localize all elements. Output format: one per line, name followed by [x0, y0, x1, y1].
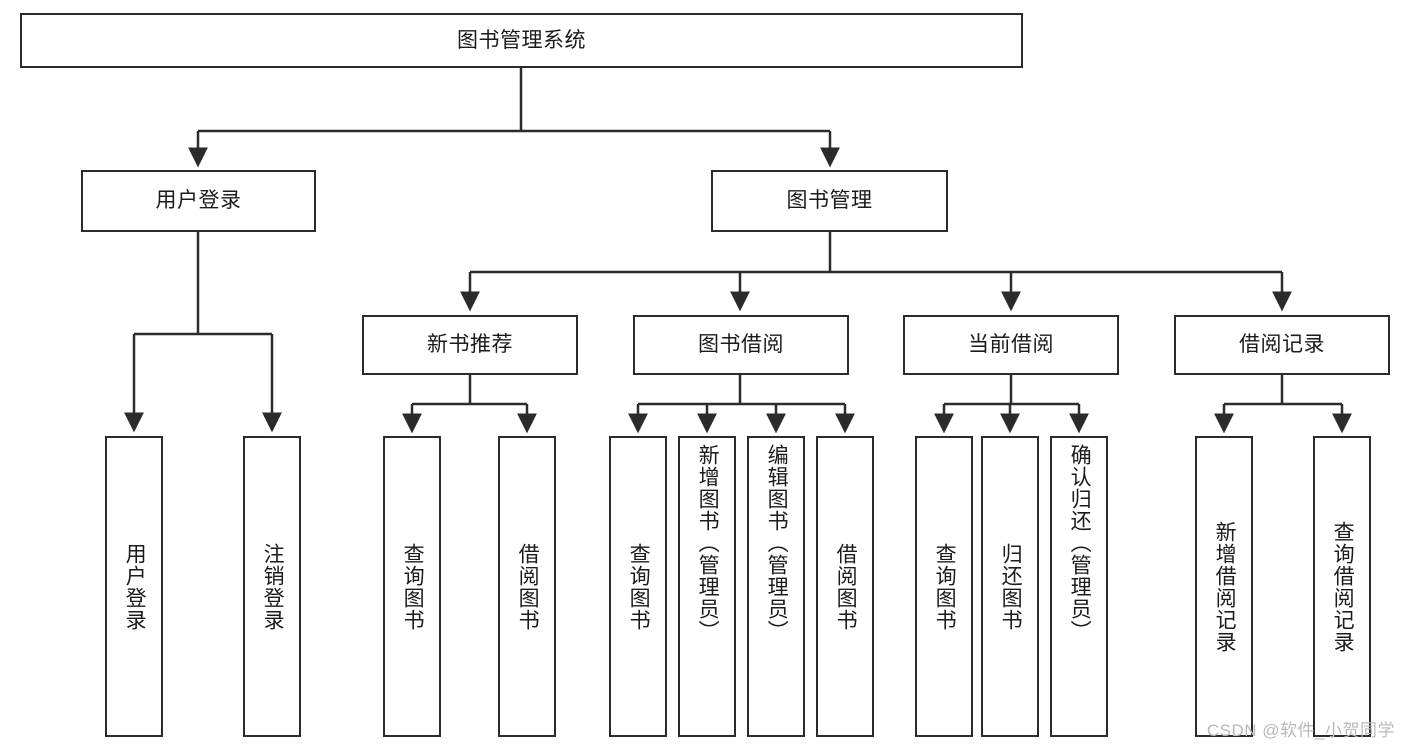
node-leaf-query-borrow-record-label: 查询借阅记录 — [1331, 520, 1355, 653]
node-leaf-confirm-return-label: 确认归还（管理员） — [1068, 444, 1092, 642]
node-leaf-query-book-recommend[interactable]: 查询图书 — [383, 436, 441, 737]
node-book-borrow-label: 图书借阅 — [698, 333, 784, 357]
node-leaf-borrow-book-label: 借阅图书 — [834, 542, 858, 631]
node-leaf-borrow-book[interactable]: 借阅图书 — [816, 436, 874, 737]
node-user-login-label: 用户登录 — [155, 189, 242, 213]
node-leaf-edit-book[interactable]: 编辑图书（管理员） — [747, 436, 805, 737]
node-root-label: 图书管理系统 — [457, 28, 586, 52]
node-leaf-query-book-borrow-label: 查询图书 — [627, 542, 651, 631]
node-leaf-query-book-current[interactable]: 查询图书 — [915, 436, 973, 737]
csdn-watermark: CSDN @软件_小贺同学 — [1206, 721, 1395, 740]
node-new-book-recommend-label: 新书推荐 — [427, 333, 513, 357]
node-leaf-logout-label: 注销登录 — [261, 542, 285, 631]
node-leaf-user-login[interactable]: 用户登录 — [105, 436, 163, 737]
node-current-borrow[interactable]: 当前借阅 — [903, 315, 1119, 375]
node-leaf-return-book-label: 归还图书 — [999, 542, 1023, 631]
node-leaf-add-book[interactable]: 新增图书（管理员） — [678, 436, 736, 737]
node-new-book-recommend[interactable]: 新书推荐 — [362, 315, 578, 375]
node-borrow-record[interactable]: 借阅记录 — [1174, 315, 1390, 375]
node-book-manage[interactable]: 图书管理 — [711, 170, 948, 232]
node-book-manage-label: 图书管理 — [786, 189, 873, 213]
node-leaf-add-borrow-record-label: 新增借阅记录 — [1213, 520, 1237, 653]
node-leaf-user-login-label: 用户登录 — [123, 542, 147, 631]
node-leaf-query-book-borrow[interactable]: 查询图书 — [609, 436, 667, 737]
node-leaf-edit-book-label: 编辑图书（管理员） — [765, 444, 789, 642]
node-borrow-record-label: 借阅记录 — [1239, 333, 1325, 357]
node-leaf-confirm-return[interactable]: 确认归还（管理员） — [1050, 436, 1108, 737]
node-leaf-query-book-current-label: 查询图书 — [933, 542, 957, 631]
node-leaf-return-book[interactable]: 归还图书 — [981, 436, 1039, 737]
node-leaf-borrow-book-recommend[interactable]: 借阅图书 — [498, 436, 556, 737]
node-leaf-add-borrow-record[interactable]: 新增借阅记录 — [1195, 436, 1253, 737]
node-current-borrow-label: 当前借阅 — [968, 333, 1054, 357]
node-leaf-query-borrow-record[interactable]: 查询借阅记录 — [1313, 436, 1371, 737]
node-book-borrow[interactable]: 图书借阅 — [633, 315, 849, 375]
node-leaf-add-book-label: 新增图书（管理员） — [696, 444, 720, 642]
node-leaf-query-book-recommend-label: 查询图书 — [401, 542, 425, 631]
node-leaf-logout[interactable]: 注销登录 — [243, 436, 301, 737]
node-leaf-borrow-book-recommend-label: 借阅图书 — [516, 542, 540, 631]
node-user-login[interactable]: 用户登录 — [81, 170, 316, 232]
node-root[interactable]: 图书管理系统 — [20, 13, 1023, 68]
